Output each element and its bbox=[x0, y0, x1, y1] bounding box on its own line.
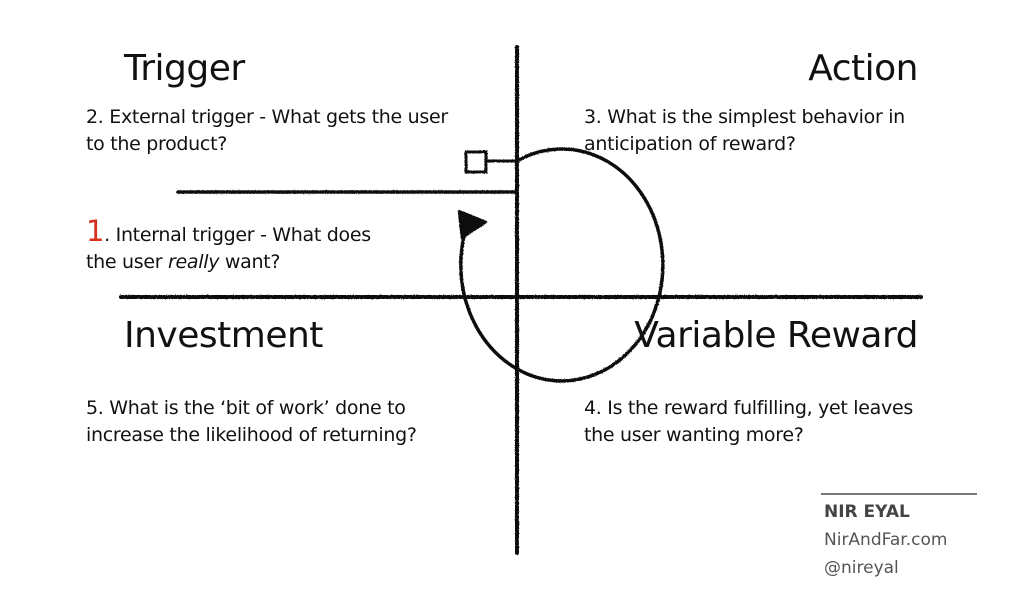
action-heading: Action bbox=[808, 48, 918, 89]
trigger-square bbox=[464, 150, 488, 174]
credit-website: NirAndFar.com bbox=[824, 530, 948, 550]
internal-trigger-emphasis: really bbox=[168, 251, 220, 273]
variable-reward-heading: Variable Reward bbox=[634, 315, 918, 356]
credit-divider bbox=[821, 493, 977, 495]
variable-reward-text: 4. Is the reward fulfilling, yet leaves … bbox=[584, 397, 913, 446]
internal-trigger-part3: want? bbox=[219, 251, 281, 273]
investment-heading: Investment bbox=[124, 315, 323, 356]
credit-handle: @nireyal bbox=[824, 558, 899, 578]
action-text: 3. What is the simplest behavior in anti… bbox=[584, 106, 905, 155]
hook-loop-arc bbox=[459, 147, 665, 383]
internal-trigger-part2: the user bbox=[86, 251, 169, 273]
internal-trigger-number: 1 bbox=[86, 214, 105, 248]
internal-trigger-part1: . Internal trigger - What does bbox=[104, 224, 371, 246]
trigger-heading: Trigger bbox=[124, 48, 245, 89]
credit-name: NIR EYAL bbox=[824, 502, 910, 522]
external-trigger-text: 2. External trigger - What gets the user… bbox=[86, 106, 448, 155]
loop-arrowhead bbox=[457, 209, 488, 240]
investment-text: 5. What is the ‘bit of work’ done to inc… bbox=[86, 397, 417, 446]
